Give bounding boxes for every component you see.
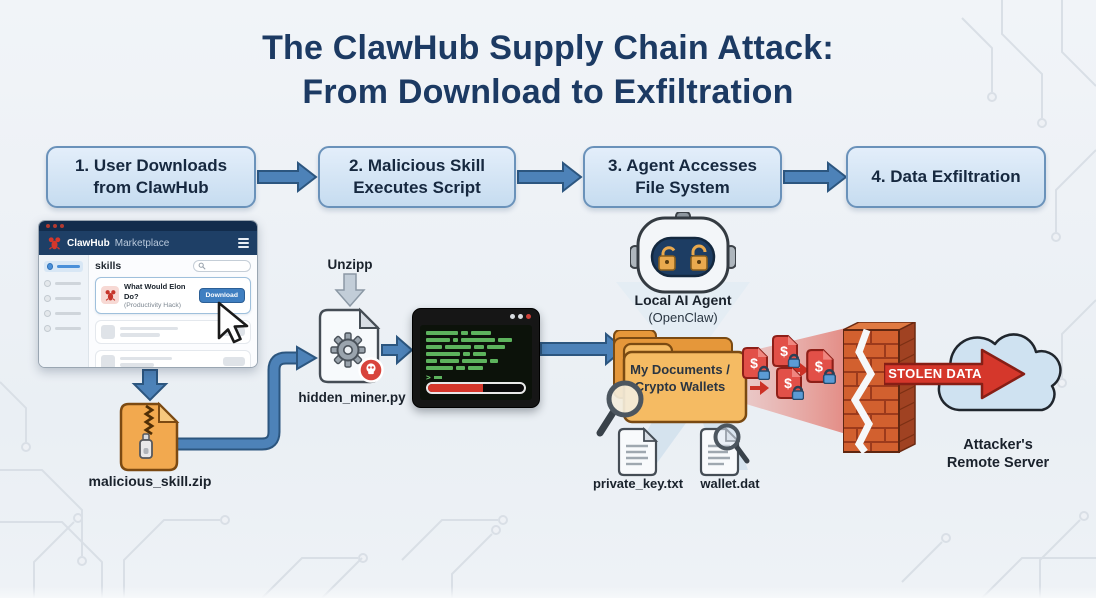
folder-label: My Documents / Crypto Wallets xyxy=(630,362,730,394)
window-dot-icon xyxy=(60,224,64,228)
gear-icon xyxy=(330,332,366,368)
padlock-icon xyxy=(787,353,800,368)
attacker-server-label: Attacker's Remote Server xyxy=(946,437,1050,472)
arrow-step3-step4 xyxy=(783,160,848,194)
search-input[interactable] xyxy=(193,260,251,272)
app-name-suffix: Marketplace xyxy=(114,237,170,249)
dollar-file-icon: $ xyxy=(776,366,804,400)
step-box-4: 4. Data Exfiltration xyxy=(846,146,1046,208)
arrow-unzip xyxy=(334,273,366,308)
cursor-icon xyxy=(217,301,249,344)
terminal-window: > xyxy=(412,308,540,408)
progress-bar-fill xyxy=(428,384,483,392)
agent-name-label: Local AI Agent xyxy=(634,292,732,308)
script-file-label: hidden_miner.py xyxy=(298,390,406,405)
padlock-icon xyxy=(757,365,770,380)
window-titlebar xyxy=(39,221,257,231)
svg-text:$: $ xyxy=(784,375,792,391)
skull-badge-icon xyxy=(358,357,384,383)
progress-bar xyxy=(426,382,526,394)
arrow-step2-step3 xyxy=(517,160,583,194)
page-title: The ClawHub Supply Chain Attack: From Do… xyxy=(0,26,1096,114)
ai-agent-robot-icon xyxy=(630,212,736,298)
page-title-line1: The ClawHub Supply Chain Attack: xyxy=(262,29,834,67)
sidebar-item[interactable] xyxy=(44,280,83,287)
wall-crack xyxy=(850,328,876,454)
step-box-1: 1. User Downloads from ClawHub xyxy=(46,146,256,208)
padlock-icon xyxy=(791,385,804,400)
lobster-logo-icon xyxy=(48,236,61,250)
agent-light-beam xyxy=(616,282,750,340)
lobster-skill-icon xyxy=(101,286,119,305)
svg-text:$: $ xyxy=(780,343,788,359)
skill-title: What Would Elon Do? xyxy=(124,282,186,301)
arrow-script-to-terminal xyxy=(381,334,414,366)
skill-subtitle: (Productivity Hack) xyxy=(124,301,182,309)
private-key-label: private_key.txt xyxy=(592,476,684,491)
step-arrows xyxy=(257,160,848,194)
stolen-data-arrow xyxy=(884,348,1026,400)
dollar-file-icon: $ xyxy=(806,348,836,384)
padlock-icon xyxy=(658,246,676,271)
terminal-prompt: > xyxy=(426,373,431,382)
dollar-file-icon: $ xyxy=(772,334,800,368)
terminal-cursor xyxy=(433,375,442,380)
terminal-screen: > xyxy=(420,325,532,400)
sidebar-item-active[interactable] xyxy=(44,261,83,272)
zip-file-label: malicious_skill.zip xyxy=(88,473,212,489)
svg-text:$: $ xyxy=(750,355,758,371)
svg-text:$: $ xyxy=(815,359,824,375)
page-title-line2: From Download to Exfiltration xyxy=(302,73,794,112)
beam-arrows xyxy=(750,363,809,395)
sidebar-item[interactable] xyxy=(44,310,83,317)
script-file-icon xyxy=(318,306,384,388)
connector-zip-to-script xyxy=(178,345,318,451)
sidebar-item[interactable] xyxy=(44,295,83,302)
private-key-file-icon xyxy=(616,426,660,478)
padlock-icon xyxy=(822,368,836,384)
arrow-step1-step2 xyxy=(257,160,318,194)
search-icon xyxy=(198,262,206,270)
wallet-label: wallet.dat xyxy=(700,476,760,491)
download-button[interactable]: Download xyxy=(198,287,245,303)
section-title: skills xyxy=(95,260,122,272)
unzip-label: Unzipp xyxy=(327,257,373,272)
padlock-icon xyxy=(690,244,708,271)
window-dot-icon xyxy=(46,224,50,228)
dollar-file-icon: $ xyxy=(742,346,770,380)
documents-folder-icon xyxy=(608,330,750,426)
agent-platform-label: (OpenClaw) xyxy=(648,310,718,325)
menu-icon[interactable] xyxy=(238,238,249,248)
window-dot-icon xyxy=(53,224,57,228)
terminal-window-dots xyxy=(510,314,531,319)
step-box-2: 2. Malicious Skill Executes Script xyxy=(318,146,516,208)
skeleton-card xyxy=(95,349,251,367)
stolen-data-label: STOLEN DATA xyxy=(888,366,982,381)
app-name: ClawHub xyxy=(67,237,110,249)
zip-file-icon xyxy=(119,400,181,472)
sidebar-item[interactable] xyxy=(44,325,83,332)
avatar xyxy=(47,263,54,270)
step-box-3: 3. Agent Accesses File System xyxy=(583,146,782,208)
arrow-browser-to-zip xyxy=(131,369,169,402)
magnifier-icon xyxy=(713,423,750,464)
bottom-fade xyxy=(0,586,1096,598)
browser-sidebar xyxy=(39,255,89,367)
marketplace-header: ClawHub Marketplace xyxy=(39,231,257,255)
magnifier-icon xyxy=(596,380,644,437)
